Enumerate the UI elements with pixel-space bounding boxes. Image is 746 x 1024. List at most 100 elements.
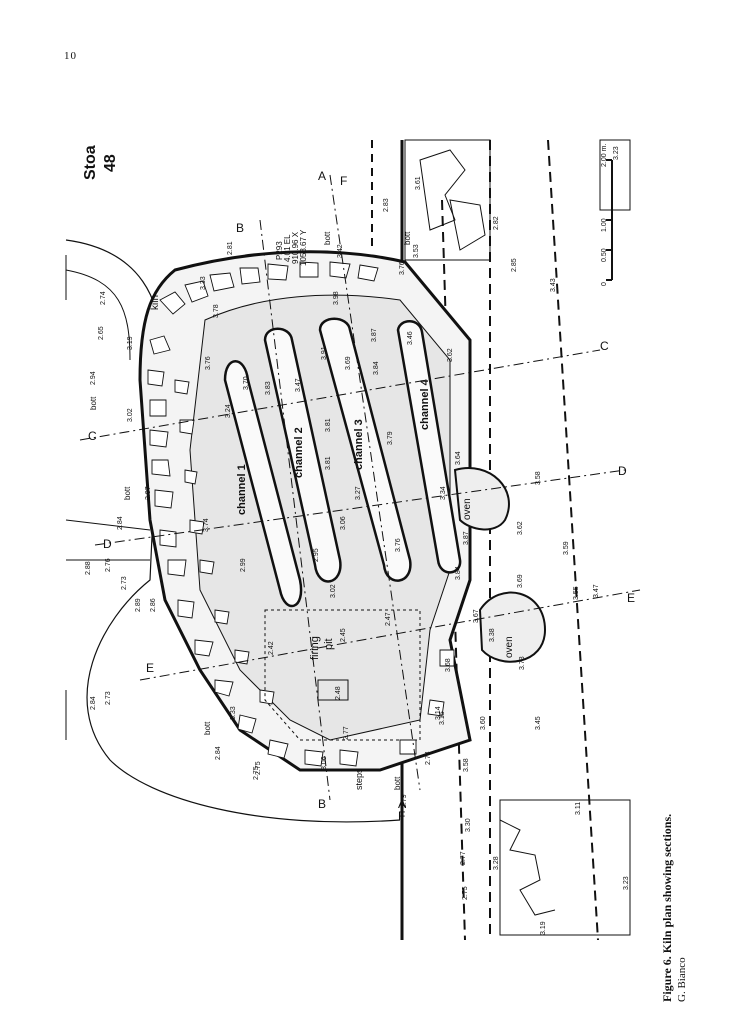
elevation-label: 2.75	[253, 766, 260, 780]
elevation-label: 3.23	[623, 876, 630, 890]
elevation-label: 3.64	[455, 451, 462, 465]
channel-2-shape	[263, 327, 342, 583]
reference-point-line-3: 910.96 X	[291, 231, 300, 264]
ovens	[453, 467, 547, 663]
elevation-label: 3.27	[355, 486, 362, 500]
caption-title: Figure 6. Kiln plan showing sections.	[660, 813, 674, 1002]
elevation-label: 2.94	[90, 371, 97, 385]
elevation-label: 3.87	[463, 531, 470, 545]
elevation-label: 3.69	[345, 356, 352, 370]
elevation-label: 3.62	[517, 521, 524, 535]
elevation-label: 2.74	[425, 751, 432, 765]
bott-label: bott	[403, 231, 412, 245]
elevation-label: 3.76	[205, 356, 212, 370]
bott-label: bott	[323, 231, 332, 245]
bott-label: bott	[123, 486, 132, 500]
oven-lower-label: oven	[504, 636, 515, 658]
elevation-label: 3.76	[395, 538, 402, 552]
elevation-label: 3.59	[563, 541, 570, 555]
elevation-label: 3.55	[573, 586, 580, 600]
elevation-label: 3.28	[493, 856, 500, 870]
channel-walls	[223, 317, 462, 608]
channel-1-shape	[223, 360, 303, 608]
elevation-label: 3.83	[265, 381, 272, 395]
elevation-label: 2.86	[150, 598, 157, 612]
elevation-label: 3.46	[407, 331, 414, 345]
elevation-label: 3.38	[489, 628, 496, 642]
elevation-label: 3.06	[340, 516, 347, 530]
elevation-label: 2.73	[121, 576, 128, 590]
stoa-title: Stoa	[82, 145, 99, 180]
elevation-label: 3.30	[465, 818, 472, 832]
elevation-label: 2.47	[385, 612, 392, 626]
elevation-label: 3.47	[295, 378, 302, 392]
section-letter: E	[146, 661, 154, 675]
elevation-label: 3.34	[440, 486, 447, 500]
section-letter: A	[398, 797, 406, 811]
scale-label: 0.50	[601, 248, 608, 262]
elevation-label: 2.48	[335, 686, 342, 700]
section-letter: B	[236, 221, 244, 235]
elevation-label: 3.84	[455, 566, 462, 580]
stoa-foundation-stones	[404, 139, 631, 936]
elevation-label: 3.68	[445, 658, 452, 672]
elevation-label: 3.19	[127, 336, 134, 350]
elevation-label: 3.70	[243, 376, 250, 390]
elevation-label: 3.02	[127, 408, 134, 422]
elevation-label: 2.73	[105, 691, 112, 705]
channel-2-label: channel 2	[293, 427, 305, 478]
section-lines	[79, 174, 641, 801]
elevation-label: 2.95	[313, 548, 320, 562]
elevation-label: 2.77	[460, 851, 467, 865]
elevation-label: 2.89	[135, 598, 142, 612]
elevation-label: 2.45	[340, 628, 347, 642]
elevation-label: 3.45	[535, 716, 542, 730]
page-number: 10	[64, 50, 77, 62]
elevation-label: 3.58	[535, 471, 542, 485]
elevation-label: 3.67	[473, 609, 480, 623]
channel-1-label: channel 1	[236, 464, 248, 515]
elevation-label: 3.81	[325, 418, 332, 432]
pit-label: pit	[323, 638, 335, 650]
elevation-label: 3.62	[447, 348, 454, 362]
reference-point-line-1: P293	[275, 241, 284, 260]
elevation-label: 3.69	[517, 574, 524, 588]
elevation-label: 3.02	[330, 584, 337, 598]
elevation-label: 2.75	[255, 761, 262, 775]
elevation-label: 3.73	[519, 656, 526, 670]
elevation-label: 3.58	[463, 758, 470, 772]
scale-bar	[606, 159, 613, 281]
elevation-label: 3.60	[480, 716, 487, 730]
section-letter: D	[103, 537, 112, 551]
elevation-label: 2.79	[401, 794, 408, 808]
elevation-label: 2.77	[343, 726, 350, 740]
elevation-label: 3.78	[213, 304, 220, 318]
caption-credit: G. Bianco	[676, 957, 688, 1002]
elevation-label: 3.42	[337, 244, 344, 258]
elevation-label: 3.06	[321, 756, 328, 770]
elevation-label: 2.84	[90, 696, 97, 710]
section-letter: C	[88, 429, 97, 443]
elevation-label: 3.61	[415, 176, 422, 190]
channel-4-label: channel 4	[419, 378, 431, 430]
elevation-label: 3.98	[333, 291, 340, 305]
elevation-label: 3.47	[593, 584, 600, 598]
elevation-label: 3.11	[575, 802, 582, 815]
elevation-label: 2.88	[85, 561, 92, 575]
elevation-label: 3.81	[325, 456, 332, 470]
elevation-label: 3.43	[550, 278, 557, 292]
channel-4-shape	[396, 320, 462, 574]
elevation-label: 2.83	[383, 198, 390, 212]
figure-caption: Figure 6. Kiln plan showing sections. G.…	[660, 742, 690, 1002]
elevation-label: 2.81	[227, 241, 234, 255]
inner-boundary	[65, 269, 131, 361]
section-letter: F	[398, 809, 405, 823]
elevation-label: 2.76	[105, 558, 112, 572]
elevation-label: 3.33	[200, 276, 207, 290]
reference-point-line-2: 4.01 EL	[283, 234, 292, 262]
scale-label: 0	[601, 282, 608, 286]
bott-label: bott	[203, 721, 212, 735]
steps-label: steps	[354, 768, 364, 790]
